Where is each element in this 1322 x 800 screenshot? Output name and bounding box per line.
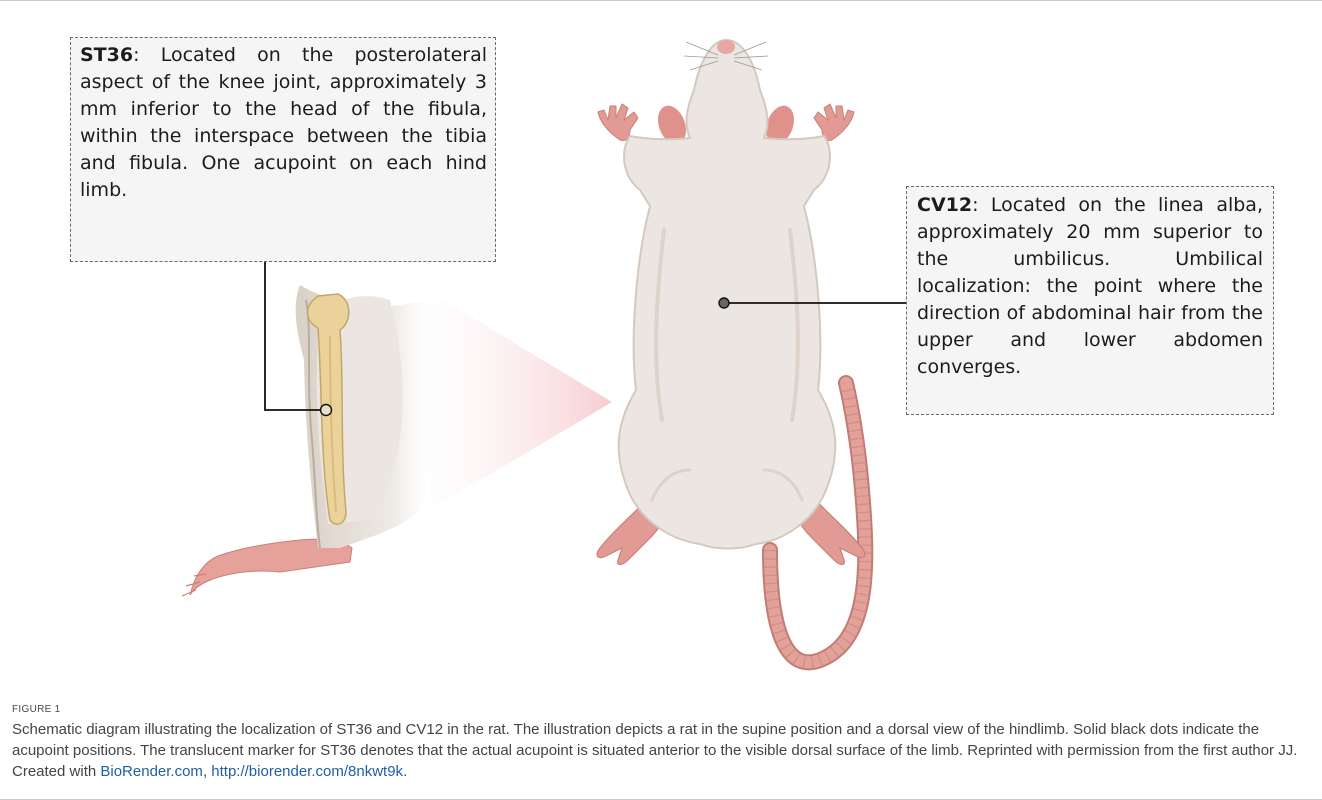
hindlimb-illustration — [182, 285, 437, 596]
biorender-link[interactable]: BioRender.com — [100, 763, 203, 780]
magnifier-cone — [430, 292, 612, 510]
figure-label: FIGURE 1 — [12, 704, 61, 715]
st36-callout: ST36: Located on the posterolateral aspe… — [70, 37, 496, 262]
cv12-callout: CV12: Located on the linea alba, approxi… — [906, 186, 1274, 415]
cv12-title: CV12 — [917, 194, 972, 216]
st36-title: ST36 — [80, 44, 133, 66]
cv12-description: : Located on the linea alba, approximate… — [917, 194, 1263, 378]
caption-end: . — [403, 763, 407, 780]
figure-caption: Schematic diagram illustrating the local… — [12, 719, 1312, 782]
st36-description: : Located on the posterolateral aspect o… — [80, 44, 487, 201]
biorender-url-link[interactable]: http://biorender.com/8nkwt9k — [211, 763, 403, 780]
st36-point-marker — [321, 405, 332, 416]
cv12-point-marker — [719, 298, 729, 308]
rat-body — [619, 40, 836, 549]
